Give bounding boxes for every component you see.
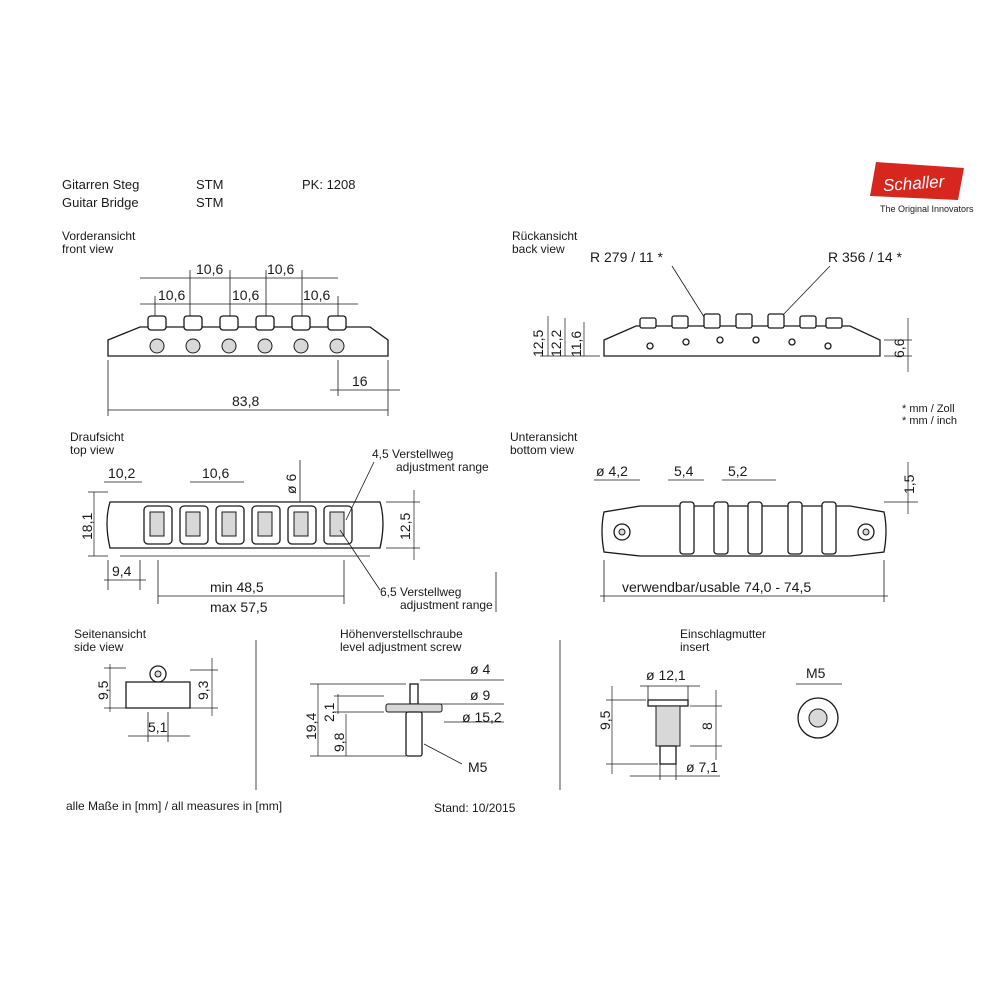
insert-label-en: insert xyxy=(680,640,710,654)
front-view-label-de: Vorderansicht xyxy=(62,229,136,243)
bottom-dim-52: 5,2 xyxy=(728,463,748,479)
title-de: Gitarren Steg xyxy=(62,177,139,192)
top-adj2-line1: 6,5 Verstellweg xyxy=(380,585,461,599)
insert-dim-dia121: ø 12,1 xyxy=(646,667,686,683)
top-dim-max: max 57,5 xyxy=(210,599,268,615)
bottom-dim-15: 1,5 xyxy=(901,474,917,494)
title-en: Guitar Bridge xyxy=(62,195,139,210)
back-dim-d: 6,6 xyxy=(891,338,907,358)
top-adj2-line2: adjustment range xyxy=(400,598,493,612)
front-dim-mid-2: 10,6 xyxy=(232,287,259,303)
footer-measures: alle Maße in [mm] / all measures in [mm] xyxy=(66,799,282,813)
side-dim-93: 9,3 xyxy=(195,680,211,700)
back-radius-2: R 356 / 14 * xyxy=(828,249,902,265)
front-dim-16: 16 xyxy=(352,373,368,389)
bottom-saddle-slots xyxy=(679,501,837,555)
top-adj1-line2: adjustment range xyxy=(396,460,489,474)
front-saddles xyxy=(147,315,347,331)
bottom-dim-54: 5,4 xyxy=(674,463,694,479)
back-view-label-de: Rückansicht xyxy=(512,229,578,243)
top-dim-min: min 48,5 xyxy=(210,579,264,595)
screw-top-pin xyxy=(409,683,419,705)
bottom-view: Unteransicht bottom view ø 4,2 5,4 5,2 1… xyxy=(510,430,918,602)
pk-number: PK: 1208 xyxy=(302,177,356,192)
screw-thread xyxy=(405,711,423,757)
footer-stand: Stand: 10/2015 xyxy=(434,801,516,815)
front-dim-top-2: 10,6 xyxy=(267,261,294,277)
top-view-label-en: top view xyxy=(70,443,114,457)
model-1: STM xyxy=(196,177,223,192)
front-view-label-en: front view xyxy=(62,242,114,256)
logo-brand: Schaller xyxy=(882,172,946,195)
insert-dim-dia71: ø 7,1 xyxy=(686,759,718,775)
insert-label-de: Einschlagmutter xyxy=(680,627,766,641)
screw-view: Höhenverstellschraube level adjustment s… xyxy=(303,627,504,775)
insert-view: Einschlagmutter insert ø 12,1 9,5 8 ø 7,… xyxy=(597,627,842,780)
front-string-holes xyxy=(149,338,345,354)
model-2: STM xyxy=(196,195,223,210)
bottom-dim-usable: verwendbar/usable 74,0 - 74,5 xyxy=(622,579,811,595)
insert-dim-95: 9,5 xyxy=(597,710,613,730)
back-radius-1: R 279 / 11 * xyxy=(590,249,663,265)
schaller-logo: Schaller The Original Innovators xyxy=(870,162,974,214)
screw-dim-dia152: ø 15,2 xyxy=(462,709,502,725)
screw-label-de: Höhenverstellschraube xyxy=(340,627,463,641)
top-dim-102: 10,2 xyxy=(108,465,135,481)
bottom-dim-dia42: ø 4,2 xyxy=(596,463,628,479)
logo-tagline: The Original Innovators xyxy=(880,204,974,214)
unit-note-2: * mm / inch xyxy=(902,415,957,427)
top-dim-181: 18,1 xyxy=(79,513,95,540)
screw-dim-dia4: ø 4 xyxy=(470,661,490,677)
insert-flange xyxy=(647,699,689,707)
insert-dim-m5: M5 xyxy=(806,665,826,681)
front-dim-mid-3: 10,6 xyxy=(303,287,330,303)
top-dim-106: 10,6 xyxy=(202,465,229,481)
insert-tip xyxy=(659,745,677,765)
side-dim-95: 9,5 xyxy=(95,680,111,700)
top-view-label-de: Draufsicht xyxy=(70,430,125,444)
header: Gitarren Steg Guitar Bridge STM STM PK: … xyxy=(62,177,356,210)
bottom-bridge-body xyxy=(601,505,887,557)
back-dim-b: 12,2 xyxy=(548,330,564,357)
top-view: Draufsicht top view 10,2 10,6 ø 6 xyxy=(70,430,497,615)
screw-dim-98: 9,8 xyxy=(331,732,347,752)
insert-body xyxy=(655,705,681,747)
side-view: Seitenansicht side view 9,5 9,3 5,1 xyxy=(74,627,218,742)
insert-dim-8: 8 xyxy=(699,722,715,730)
front-dim-mid-1: 10,6 xyxy=(158,287,185,303)
back-dim-c: 11,6 xyxy=(568,331,584,357)
back-holes xyxy=(646,336,832,350)
side-view-label-de: Seitenansicht xyxy=(74,627,147,641)
back-bridge-body xyxy=(603,325,881,357)
front-view: Vorderansicht front view 10,6 10,6 10,6 … xyxy=(62,229,400,416)
back-view: Rückansicht back view R 279 / 11 * R 356… xyxy=(512,229,912,372)
screw-dim-dia9: ø 9 xyxy=(470,687,490,703)
screw-thumbwheel xyxy=(385,703,443,713)
top-dim-94: 9,4 xyxy=(112,563,132,579)
front-dim-top-1: 10,6 xyxy=(196,261,223,277)
side-view-label-en: side view xyxy=(74,640,124,654)
top-dim-dia6: ø 6 xyxy=(283,474,299,494)
side-bridge-body xyxy=(125,681,191,709)
screw-dim-m5: M5 xyxy=(468,759,488,775)
side-dim-51: 5,1 xyxy=(148,719,168,735)
screw-dim-21: 2,1 xyxy=(321,702,337,722)
front-bridge-body xyxy=(107,326,389,357)
bottom-view-label-en: bottom view xyxy=(510,443,574,457)
bottom-view-label-de: Unteransicht xyxy=(510,430,578,444)
unit-note-1: * mm / Zoll xyxy=(902,403,955,415)
top-saddles xyxy=(143,505,353,545)
screw-label-en: level adjustment screw xyxy=(340,640,462,654)
top-adj1-line1: 4,5 Verstellweg xyxy=(372,447,453,461)
back-dim-a: 12,5 xyxy=(530,330,546,357)
back-view-label-en: back view xyxy=(512,242,565,256)
back-saddles xyxy=(639,313,843,329)
top-dim-125: 12,5 xyxy=(397,513,413,540)
logo-banner xyxy=(870,162,964,200)
screw-dim-194: 19,4 xyxy=(303,713,319,740)
front-dim-total: 83,8 xyxy=(232,393,259,409)
